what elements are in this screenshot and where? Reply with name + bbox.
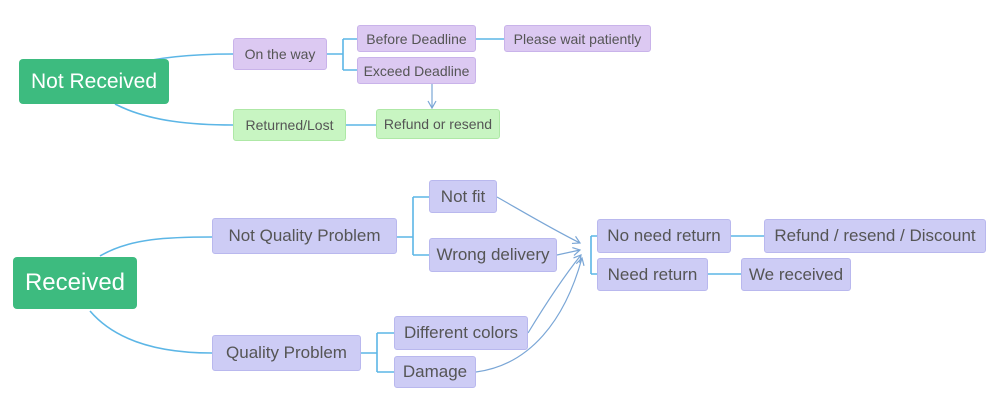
- edge-received-quality: [89, 310, 213, 354]
- wrong-delivery-node[interactable]: Wrong delivery: [429, 238, 557, 272]
- edge-notquality-branch: [397, 196, 429, 256]
- not-fit-node[interactable]: Not fit: [429, 180, 497, 213]
- not-quality-problem-node[interactable]: Not Quality Problem: [212, 218, 397, 254]
- arrow-wrongdelivery: [556, 247, 582, 256]
- on-the-way-node[interactable]: On the way: [233, 38, 327, 70]
- edge-notreceived-returned: [114, 103, 234, 126]
- edge-quality-branch: [361, 332, 394, 373]
- before-deadline-node[interactable]: Before Deadline: [357, 25, 476, 52]
- different-colors-node[interactable]: Different colors: [394, 316, 528, 350]
- edge-received-notquality: [99, 236, 213, 257]
- edge-ontheway-branch: [327, 38, 357, 71]
- need-return-node[interactable]: Need return: [597, 258, 708, 291]
- please-wait-node[interactable]: Please wait patiently: [504, 25, 651, 52]
- received-root[interactable]: Received: [13, 257, 137, 309]
- edge-return-branch: [590, 235, 597, 275]
- refund-or-resend-node[interactable]: Refund or resend: [376, 109, 500, 139]
- not-received-root[interactable]: Not Received: [19, 59, 169, 104]
- returned-lost-node[interactable]: Returned/Lost: [233, 109, 346, 141]
- arrow-notfit: [496, 196, 582, 245]
- exceed-deadline-node[interactable]: Exceed Deadline: [357, 57, 476, 84]
- damage-node[interactable]: Damage: [394, 356, 476, 388]
- refund-resend-discount-node[interactable]: Refund / resend / Discount: [764, 219, 986, 253]
- quality-problem-node[interactable]: Quality Problem: [212, 335, 361, 371]
- arrow-damage: [475, 256, 585, 373]
- we-received-node[interactable]: We received: [741, 258, 851, 291]
- no-need-return-node[interactable]: No need return: [597, 219, 731, 253]
